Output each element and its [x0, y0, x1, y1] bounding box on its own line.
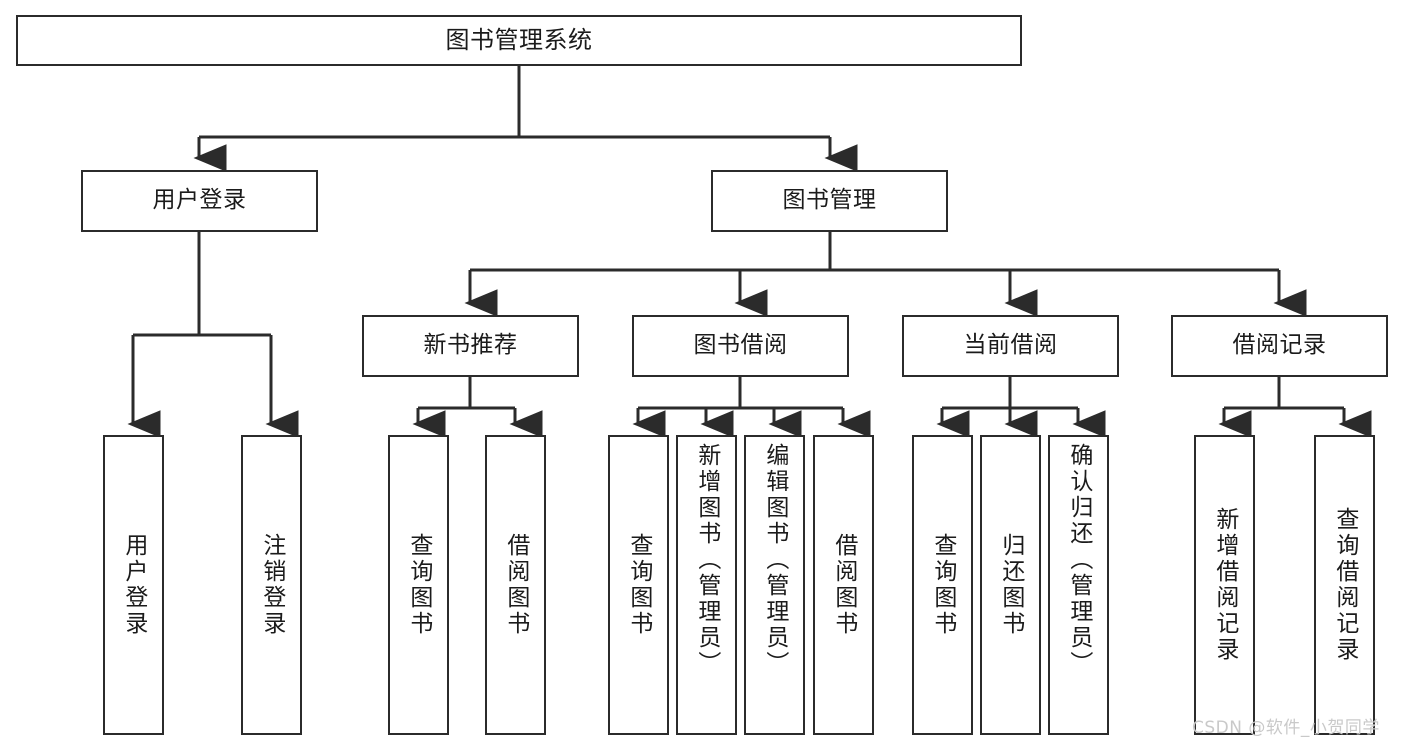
leaf-user-login-login[interactable]: 用户登录 [103, 435, 164, 735]
node-label: 借阅图书 [502, 533, 529, 637]
leaf-current-query-book[interactable]: 查询图书 [912, 435, 973, 735]
leaf-user-login-logout[interactable]: 注销登录 [241, 435, 302, 735]
node-label: 查询借阅记录 [1331, 507, 1358, 663]
leaf-borrow-query-book[interactable]: 查询图书 [608, 435, 669, 735]
node-current-borrow[interactable]: 当前借阅 [902, 315, 1119, 377]
leaf-recommend-borrow-book[interactable]: 借阅图书 [485, 435, 546, 735]
node-label: 查询图书 [625, 533, 652, 637]
leaf-borrow-edit-book-admin[interactable]: 编辑图书（管理员） [744, 435, 805, 735]
leaf-current-return-book[interactable]: 归还图书 [980, 435, 1041, 735]
node-root-system[interactable]: 图书管理系统 [16, 15, 1022, 66]
node-label: 当前借阅 [963, 332, 1058, 359]
leaf-borrow-borrow-book[interactable]: 借阅图书 [813, 435, 874, 735]
node-label: 归还图书 [997, 533, 1024, 637]
node-label: 图书借阅 [693, 332, 788, 359]
node-user-login[interactable]: 用户登录 [81, 170, 318, 232]
node-label: 查询图书 [929, 533, 956, 637]
node-label: 确认归还（管理员） [1065, 443, 1092, 677]
node-label: 用户登录 [152, 187, 247, 214]
leaf-record-query-record[interactable]: 查询借阅记录 [1314, 435, 1375, 735]
node-label: 借阅记录 [1232, 332, 1327, 359]
node-label: 注销登录 [258, 533, 285, 637]
csdn-watermark: CSDN @软件_小贺同学 [1192, 718, 1380, 738]
node-label: 借阅图书 [830, 533, 857, 637]
node-label: 查询图书 [405, 533, 432, 637]
node-book-borrow[interactable]: 图书借阅 [632, 315, 849, 377]
node-label: 新书推荐 [423, 332, 518, 359]
node-label: 新增图书（管理员） [693, 443, 720, 677]
leaf-borrow-add-book-admin[interactable]: 新增图书（管理员） [676, 435, 737, 735]
leaf-recommend-query-book[interactable]: 查询图书 [388, 435, 449, 735]
node-borrow-record[interactable]: 借阅记录 [1171, 315, 1388, 377]
node-new-book-recommend[interactable]: 新书推荐 [362, 315, 579, 377]
leaf-record-add-record[interactable]: 新增借阅记录 [1194, 435, 1255, 735]
node-label: 新增借阅记录 [1211, 507, 1238, 663]
node-label: 图书管理 [782, 187, 877, 214]
leaf-current-confirm-return-admin[interactable]: 确认归还（管理员） [1048, 435, 1109, 735]
node-label: 编辑图书（管理员） [761, 443, 788, 677]
node-label: 用户登录 [120, 533, 147, 637]
node-book-management[interactable]: 图书管理 [711, 170, 948, 232]
node-label: 图书管理系统 [445, 26, 593, 55]
